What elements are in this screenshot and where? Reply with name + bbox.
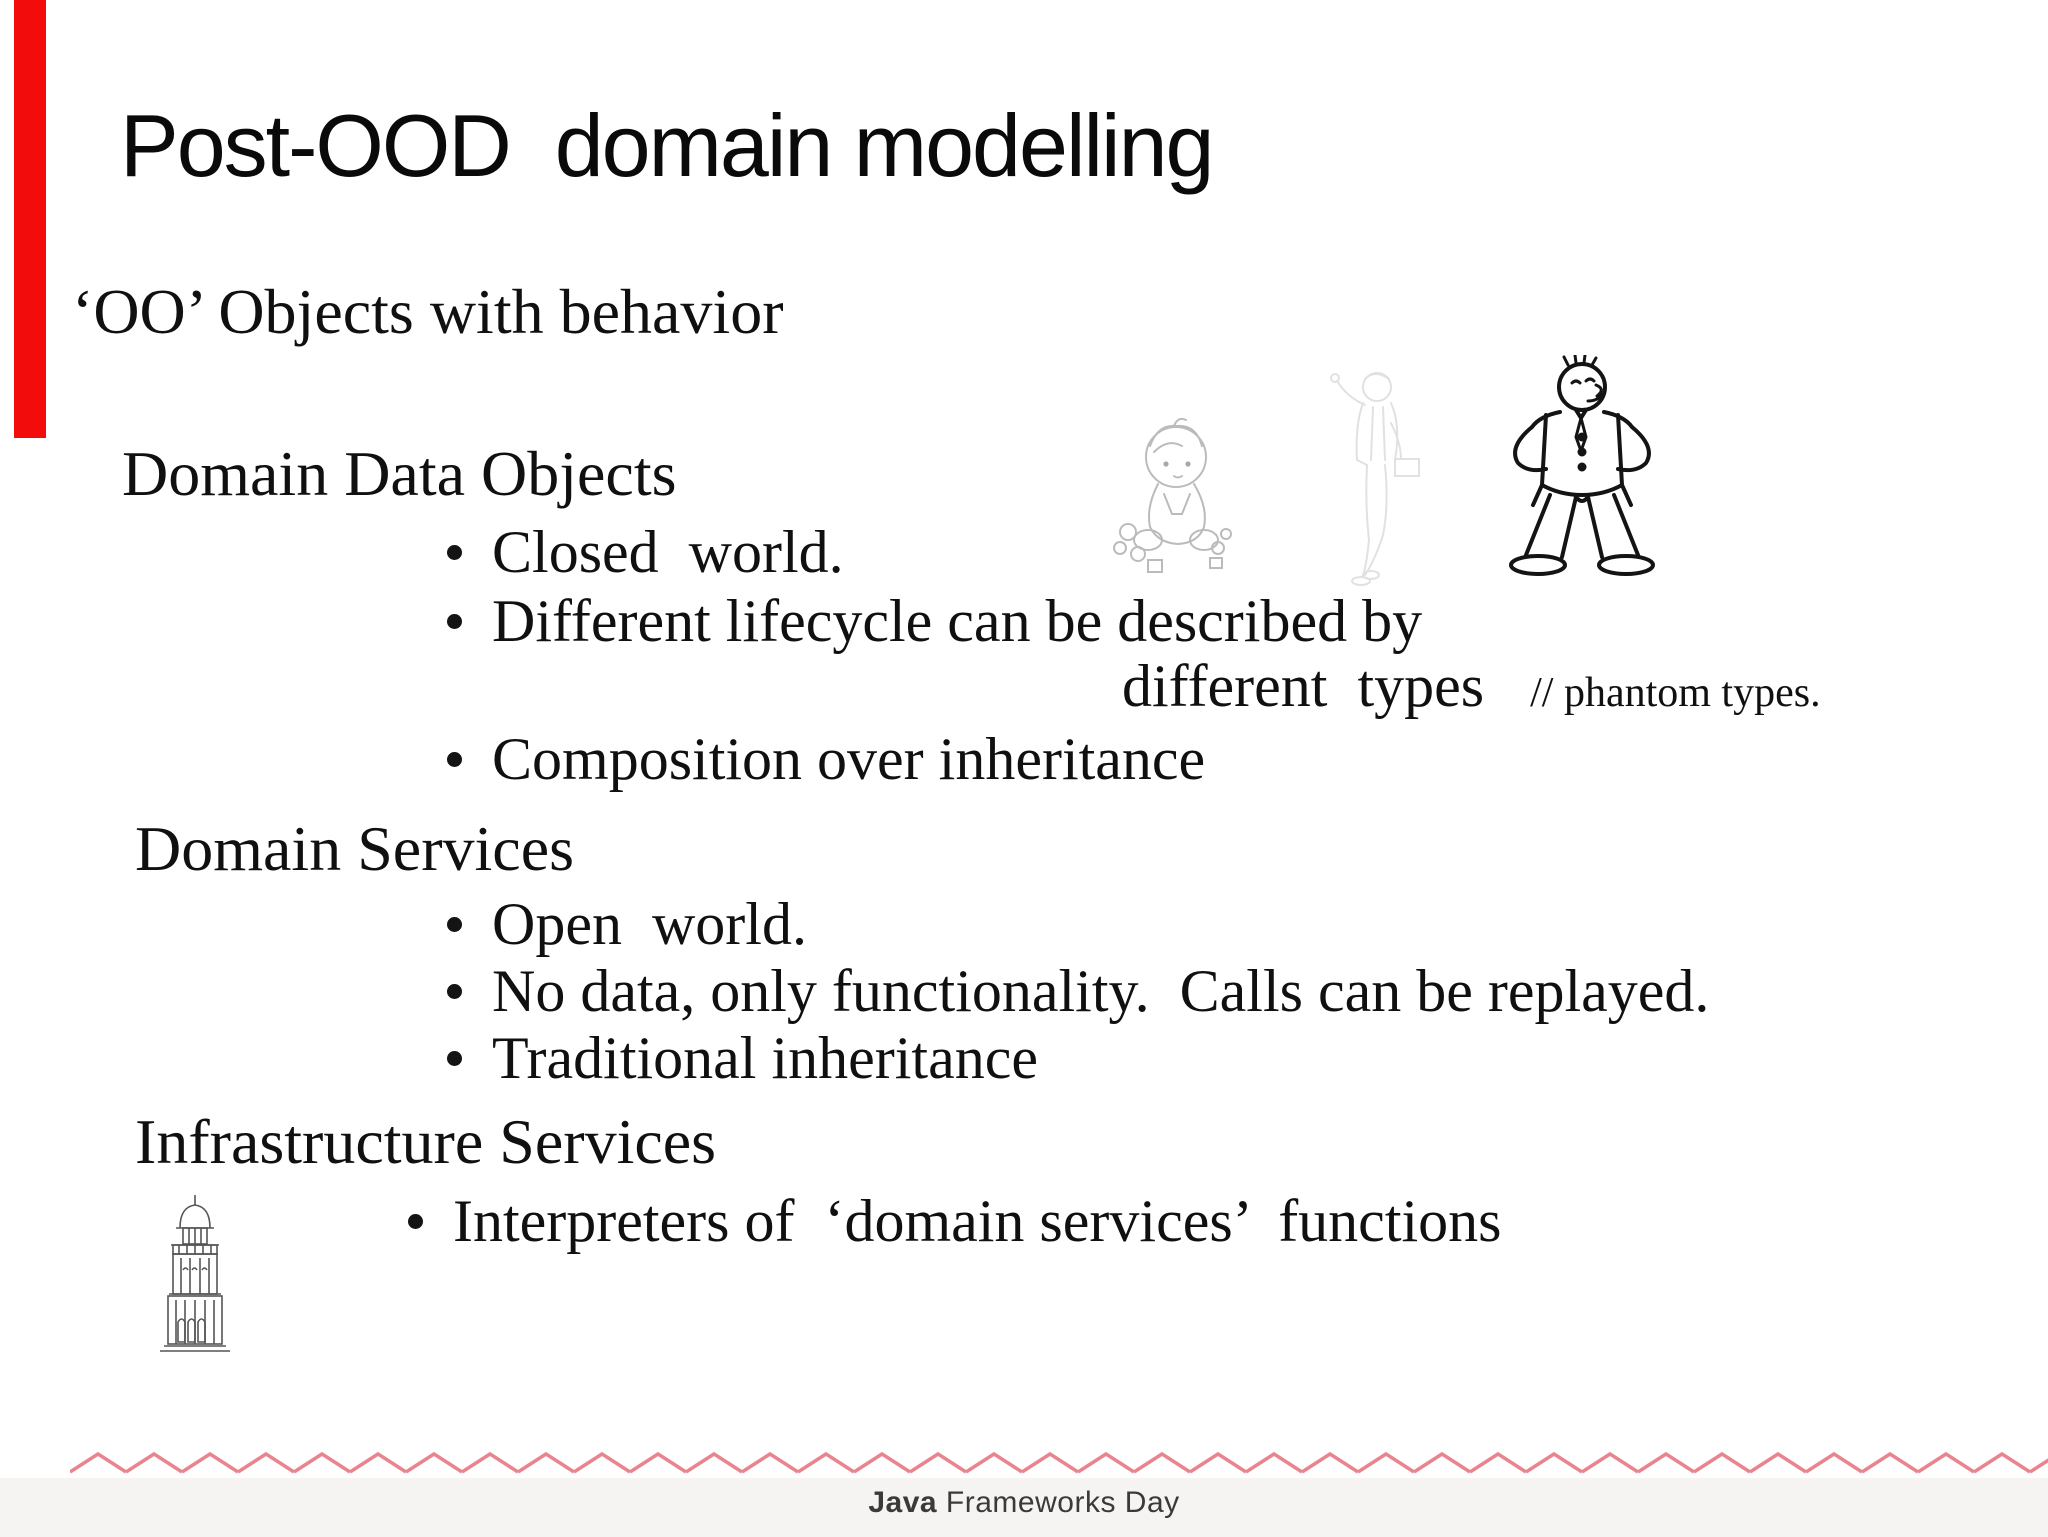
subtitle-oo-objects: ‘OO’ Objects with behavior: [72, 276, 784, 347]
bullet-composition: Composition over inheritance: [447, 728, 1205, 791]
bullet-text: Open world.: [492, 891, 807, 957]
heading-infrastructure-services: Infrastructure Services: [135, 1106, 717, 1177]
cartoon-man-image: [1480, 355, 1670, 590]
phantom-types-note: // phantom types.: [1530, 670, 1821, 716]
bullet-text: Interpreters of ‘domain services’ functi…: [453, 1188, 1502, 1254]
bullet-text: No data, only functionality. Calls can b…: [492, 958, 1710, 1024]
continuation-text: different types: [1122, 653, 1485, 719]
heading-domain-services: Domain Services: [135, 813, 574, 884]
bullet-dot: [447, 752, 462, 767]
bullet-dot: [447, 1051, 462, 1066]
bullet-closed-world: Closed world.: [447, 521, 844, 584]
bullet-dot: [408, 1214, 423, 1229]
bullet-interpreters: Interpreters of ‘domain services’ functi…: [408, 1190, 1502, 1253]
footer-brand: Java Frameworks Day: [0, 1486, 2048, 1520]
bullet-text: Composition over inheritance: [492, 726, 1206, 792]
slide-title: Post-OOD domain modelling: [120, 96, 1214, 195]
bullet-different-lifecycle: Different lifecycle can be described by: [447, 590, 1422, 653]
bullet-text: Traditional inheritance: [492, 1025, 1038, 1091]
bullet-dot: [447, 614, 462, 629]
bullet-dot: [447, 545, 462, 560]
footer-strip: [0, 1478, 2048, 1537]
bullet-traditional-inheritance: Traditional inheritance: [447, 1027, 1038, 1090]
bullet-text: Different lifecycle can be described by: [492, 588, 1423, 654]
footer-brand-java: Java: [868, 1486, 938, 1519]
bullet-text: Closed world.: [492, 519, 844, 585]
bullet-dot: [447, 917, 462, 932]
bullet-dot: [447, 984, 462, 999]
baby-with-toys-image: [1098, 412, 1248, 582]
bullet-continuation-different-types: different types // phantom types.: [1122, 655, 1821, 718]
cathedral-building-image: [140, 1192, 250, 1362]
footer-brand-rest: Frameworks Day: [937, 1486, 1180, 1519]
zigzag-divider: [70, 1447, 2048, 1479]
left-red-bar: [14, 0, 46, 438]
heading-domain-data-objects: Domain Data Objects: [122, 438, 677, 509]
bullet-open-world: Open world.: [447, 893, 807, 956]
bullet-no-data: No data, only functionality. Calls can b…: [447, 960, 1709, 1023]
waving-person-image: [1305, 365, 1435, 595]
